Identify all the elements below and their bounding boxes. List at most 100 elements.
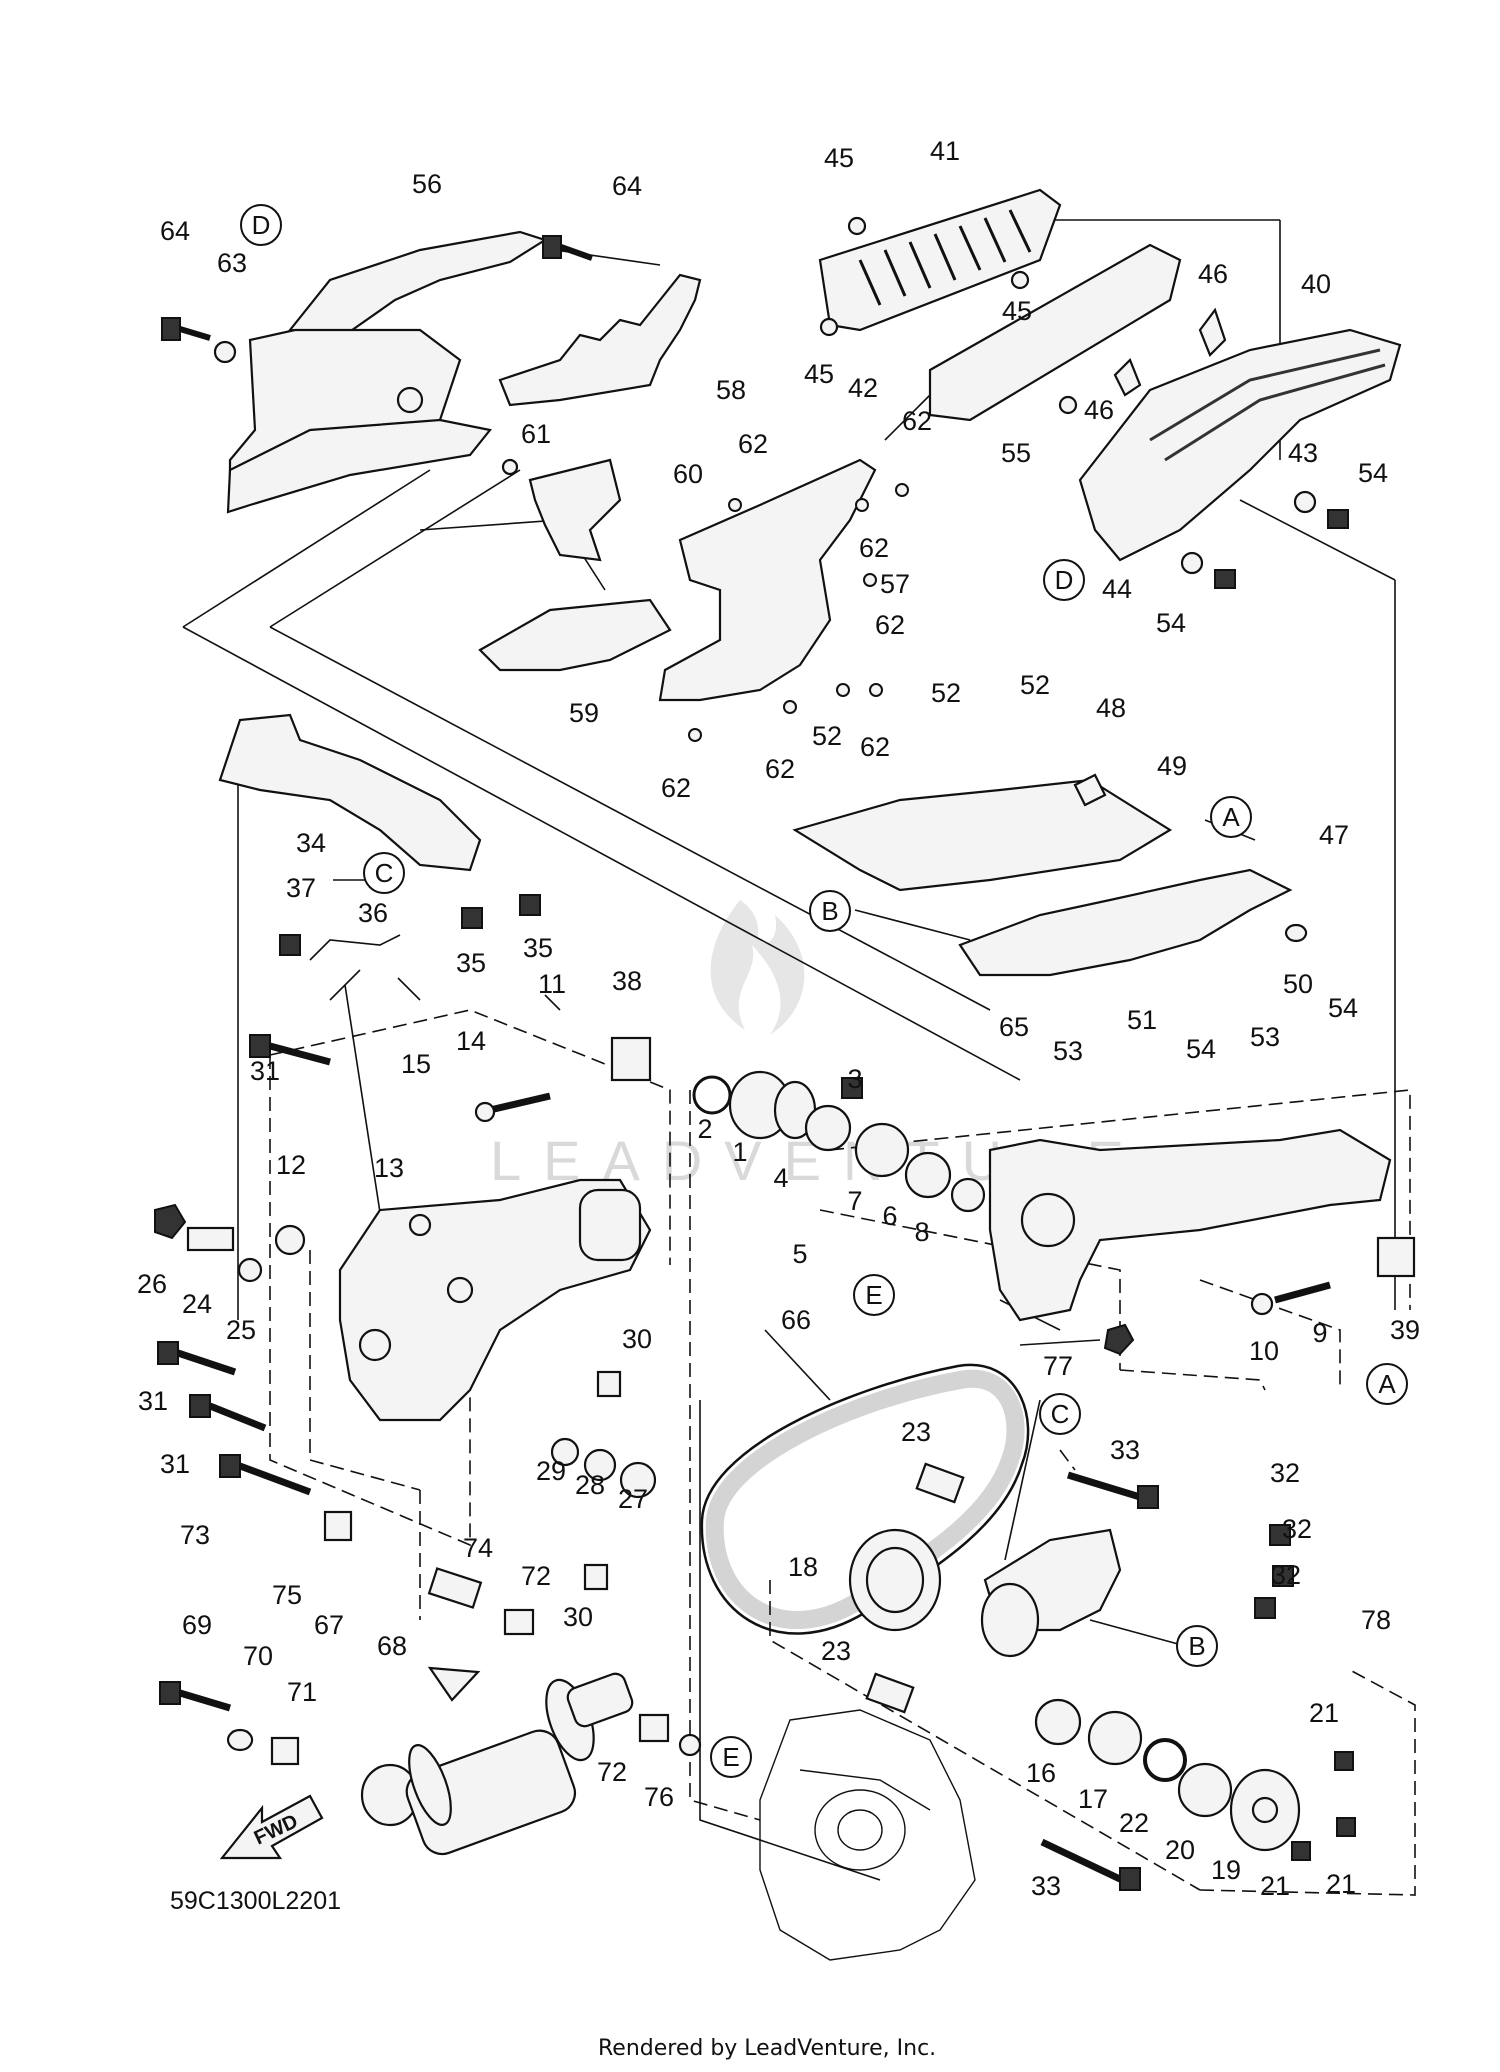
part-64-bolt-left [161, 317, 211, 341]
part-19-cover [1229, 1768, 1301, 1852]
ref-marker-E: E [853, 1274, 895, 1316]
part-label-59: 59 [569, 698, 599, 728]
part-12-cap [274, 1224, 306, 1256]
part-54-bolt-b [1214, 569, 1236, 589]
part-33-bolt-bottom [1040, 1838, 1141, 1891]
ref-marker-circle [809, 890, 851, 932]
part-label-22: 22 [1119, 1808, 1149, 1838]
part-label-21: 21 [1309, 1698, 1339, 1728]
part-label-43: 43 [1288, 438, 1318, 468]
part-23-collar-a [915, 1462, 965, 1504]
part-67-rear-shock [360, 1672, 634, 1856]
ref-marker-letter: A [1222, 802, 1240, 832]
part-label-20: 20 [1165, 1835, 1195, 1865]
part-label-62: 62 [738, 429, 768, 459]
part-31-bolt-top [249, 1034, 331, 1066]
part-label-53: 53 [1250, 1022, 1280, 1052]
part-label-32: 32 [1271, 1560, 1301, 1590]
ref-marker-letter: B [821, 896, 838, 926]
part-label-28: 28 [575, 1470, 605, 1500]
part-label-67: 67 [314, 1610, 344, 1640]
part-73-bolt [219, 1454, 312, 1496]
part-35-bolt-a [519, 894, 541, 916]
part-label-68: 68 [377, 1631, 407, 1661]
part-label-50: 50 [1283, 969, 1313, 999]
part-label-41: 41 [930, 136, 960, 166]
part-label-75: 75 [272, 1580, 302, 1610]
part-54-bolt-a [1327, 509, 1349, 529]
part-label-31: 31 [138, 1386, 168, 1416]
ref-marker-circle [1176, 1625, 1218, 1667]
assembly-outline-lines [182, 219, 1416, 1896]
part-31-bolt-mid [157, 1341, 237, 1376]
ref-marker-E: E [710, 1736, 752, 1778]
part-label-54: 54 [1358, 458, 1388, 488]
part-57-bracket [658, 458, 877, 702]
ref-marker-circle [710, 1736, 752, 1778]
part-label-72: 72 [521, 1561, 551, 1591]
part-61-nut [501, 458, 519, 476]
part-55-rivet [1058, 395, 1078, 415]
part-22-circlip [1143, 1738, 1187, 1782]
part-label-13: 13 [374, 1153, 404, 1183]
watermark-flame-icon [710, 900, 805, 1035]
ref-marker-circle [240, 204, 282, 246]
part-64-bolt-right [542, 235, 594, 261]
part-label-19: 19 [1211, 1855, 1241, 1885]
part-20-seal [1177, 1762, 1233, 1818]
part-label-42: 42 [848, 373, 878, 403]
part-40-side-cover [1078, 328, 1402, 562]
part-label-74: 74 [463, 1533, 493, 1563]
part-label-52: 52 [1020, 670, 1050, 700]
part-77-nut [1103, 1323, 1135, 1356]
part-label-48: 48 [1096, 693, 1126, 723]
part-label-45: 45 [824, 143, 854, 173]
part-label-47: 47 [1319, 820, 1349, 850]
part-label-34: 34 [296, 828, 326, 858]
part-label-31: 31 [250, 1056, 280, 1086]
ref-marker-D: D [240, 204, 282, 246]
part-4-bearing [804, 1104, 852, 1152]
part-25-washer [237, 1257, 263, 1283]
part-74-collar [427, 1567, 483, 1609]
part-75-collar [323, 1510, 353, 1542]
part-39-block [1376, 1236, 1416, 1278]
part-69-bolt [159, 1681, 232, 1712]
part-46-clip-a [1198, 307, 1227, 357]
part-14-bolt [489, 1092, 551, 1114]
part-label-62: 62 [765, 754, 795, 784]
part-label-17: 17 [1078, 1784, 1108, 1814]
part-45-grommet-a [847, 216, 867, 236]
part-32-bolt-b [1272, 1565, 1294, 1587]
part-label-45: 45 [804, 359, 834, 389]
part-label-27: 27 [618, 1484, 648, 1514]
part-50-collar [1284, 923, 1308, 943]
ref-marker-B: B [1176, 1625, 1218, 1667]
part-5-pivot-hole [1020, 1192, 1076, 1248]
part-label-3: 3 [847, 1064, 862, 1094]
part-label-78: 78 [1361, 1605, 1391, 1635]
part-3-bolt [841, 1077, 863, 1099]
part-label-62: 62 [661, 773, 691, 803]
ref-marker-C: C [1039, 1393, 1081, 1435]
part-42-filter [928, 243, 1182, 422]
ref-marker-B: B [809, 890, 851, 932]
part-label-33: 33 [1031, 1871, 1061, 1901]
part-44-collar [1180, 551, 1204, 575]
part-label-12: 12 [276, 1150, 306, 1180]
part-label-76: 76 [644, 1782, 674, 1812]
part-label-62: 62 [902, 406, 932, 436]
part-label-54: 54 [1328, 993, 1358, 1023]
part-label-61: 61 [521, 419, 551, 449]
ref-marker-letter: D [252, 210, 271, 240]
part-label-62: 62 [875, 610, 905, 640]
part-21-bolt-a [1334, 1751, 1354, 1771]
part-label-23: 23 [821, 1636, 851, 1666]
part-label-1: 1 [732, 1137, 747, 1167]
part-29-seal [550, 1437, 580, 1467]
part-41-grille-slots [858, 209, 1032, 306]
part-label-32: 32 [1282, 1514, 1312, 1544]
part-71-collar [270, 1736, 300, 1766]
part-label-44: 44 [1102, 574, 1132, 604]
part-label-70: 70 [243, 1641, 273, 1671]
